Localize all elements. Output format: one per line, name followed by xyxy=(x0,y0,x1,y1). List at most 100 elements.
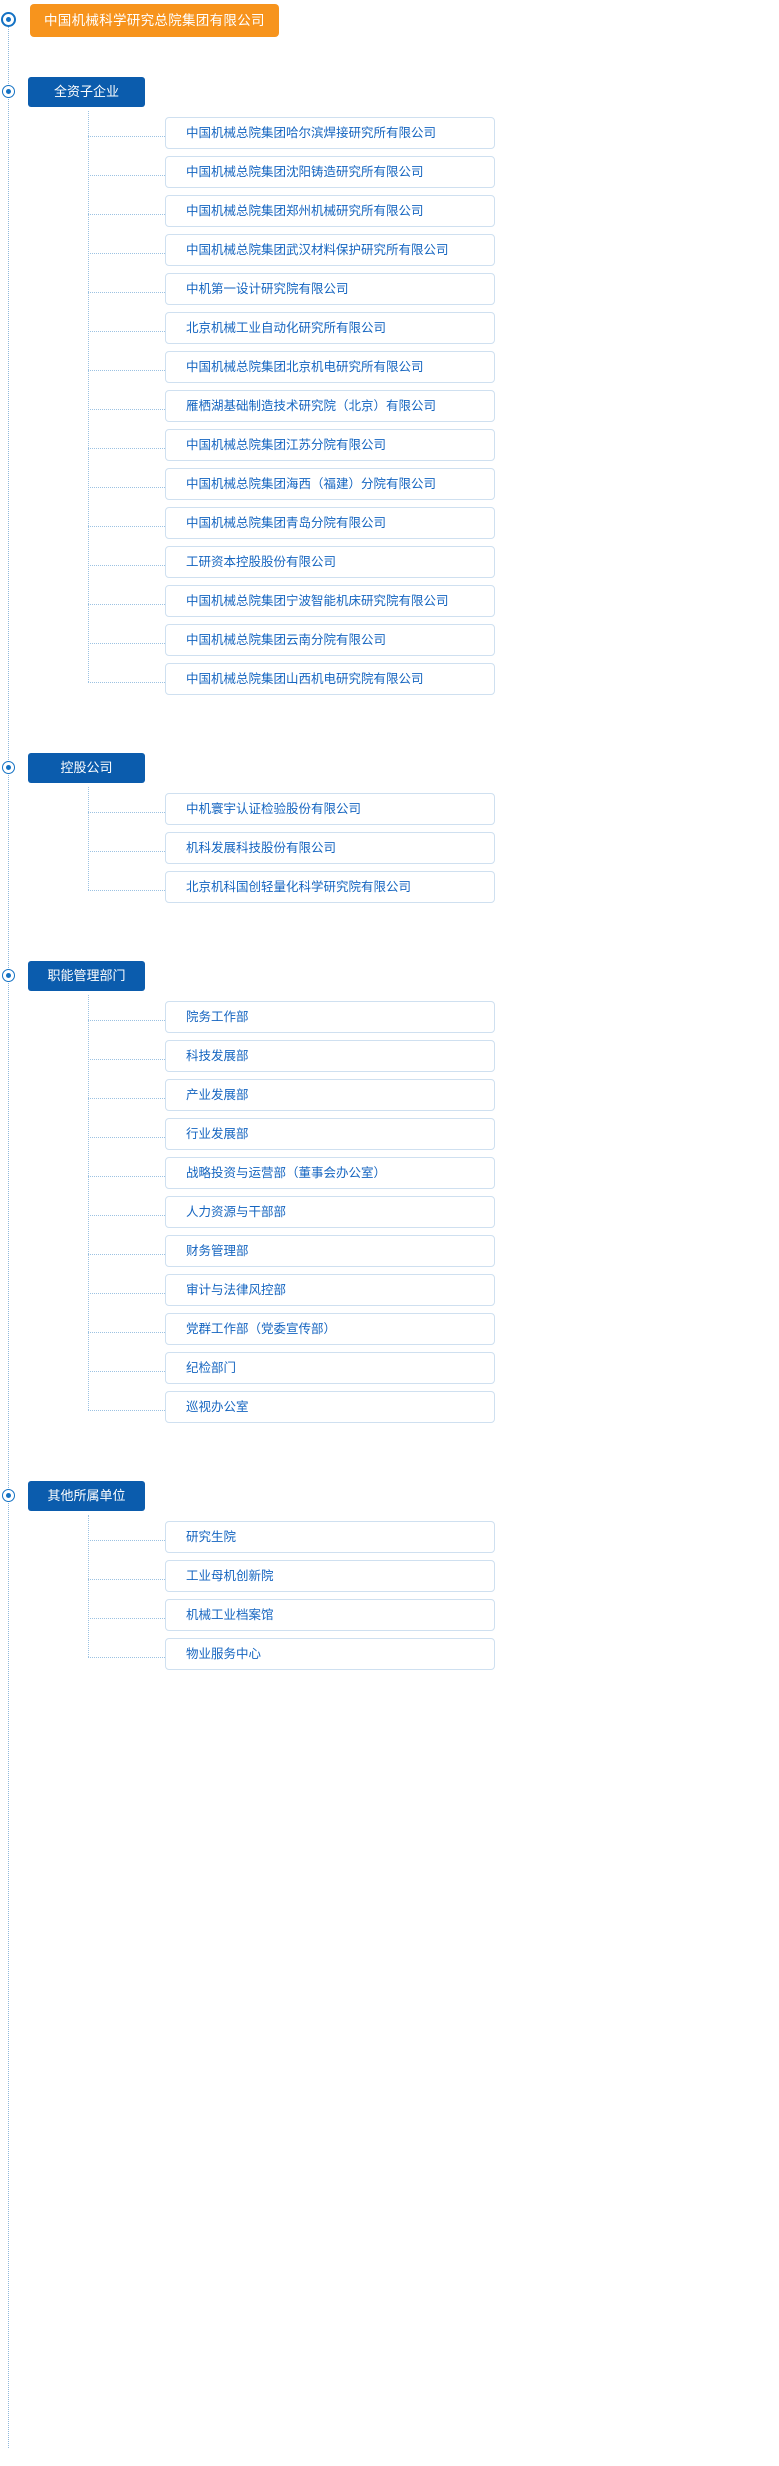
group-connector-line xyxy=(88,1515,89,1657)
item-connector-line xyxy=(88,136,165,137)
org-item-row: 行业发展部 xyxy=(0,1118,779,1157)
org-item-row: 中国机械总院集团山西机电研究院有限公司 xyxy=(0,663,779,702)
org-item-label[interactable]: 中国机械总院集团哈尔滨焊接研究所有限公司 xyxy=(165,117,495,149)
item-connector-line xyxy=(88,1254,165,1255)
org-item-label[interactable]: 机械工业档案馆 xyxy=(165,1599,495,1631)
org-item-label[interactable]: 科技发展部 xyxy=(165,1040,495,1072)
item-connector-line xyxy=(88,487,165,488)
group-node-marker-icon xyxy=(2,1489,15,1502)
group-node-marker-icon xyxy=(2,85,15,98)
item-connector-line xyxy=(88,1293,165,1294)
org-item-row: 中国机械总院集团青岛分院有限公司 xyxy=(0,507,779,546)
org-item-label[interactable]: 党群工作部（党委宣传部） xyxy=(165,1313,495,1345)
item-connector-line xyxy=(88,1371,165,1372)
group-header-label[interactable]: 全资子企业 xyxy=(28,77,145,107)
org-item-label[interactable]: 中机寰宇认证检验股份有限公司 xyxy=(165,793,495,825)
org-item-label[interactable]: 中国机械总院集团海西（福建）分院有限公司 xyxy=(165,468,495,500)
group-header-label[interactable]: 控股公司 xyxy=(28,753,145,783)
group-node-marker-icon xyxy=(2,761,15,774)
org-item-row: 北京机械工业自动化研究所有限公司 xyxy=(0,312,779,351)
groups-container: 全资子企业中国机械总院集团哈尔滨焊接研究所有限公司中国机械总院集团沈阳铸造研究所… xyxy=(0,73,779,1677)
item-connector-line xyxy=(88,1618,165,1619)
org-item-row: 纪检部门 xyxy=(0,1352,779,1391)
group-header-row: 职能管理部门 xyxy=(0,957,779,995)
org-item-label[interactable]: 巡视办公室 xyxy=(165,1391,495,1423)
root-node-marker-icon xyxy=(1,12,16,27)
org-item-row: 中国机械总院集团宁波智能机床研究院有限公司 xyxy=(0,585,779,624)
item-connector-line xyxy=(88,1332,165,1333)
org-group: 控股公司中机寰宇认证检验股份有限公司机科发展科技股份有限公司北京机科国创轻量化科… xyxy=(0,749,779,910)
item-connector-line xyxy=(88,175,165,176)
group-node-marker-icon xyxy=(2,969,15,982)
org-item-label[interactable]: 工研资本控股股份有限公司 xyxy=(165,546,495,578)
item-connector-line xyxy=(88,1215,165,1216)
item-connector-line xyxy=(88,1137,165,1138)
org-item-label[interactable]: 中国机械总院集团沈阳铸造研究所有限公司 xyxy=(165,156,495,188)
org-group: 全资子企业中国机械总院集团哈尔滨焊接研究所有限公司中国机械总院集团沈阳铸造研究所… xyxy=(0,73,779,702)
group-items: 研究生院工业母机创新院机械工业档案馆物业服务中心 xyxy=(0,1515,779,1677)
org-item-label[interactable]: 中国机械总院集团山西机电研究院有限公司 xyxy=(165,663,495,695)
org-item-row: 中国机械总院集团哈尔滨焊接研究所有限公司 xyxy=(0,117,779,156)
org-item-label[interactable]: 雁栖湖基础制造技术研究院（北京）有限公司 xyxy=(165,390,495,422)
org-item-label[interactable]: 战略投资与运营部（董事会办公室） xyxy=(165,1157,495,1189)
root-node-row: 中国机械科学研究总院集团有限公司 xyxy=(0,0,779,45)
item-connector-line xyxy=(88,1657,165,1658)
org-item-row: 中国机械总院集团郑州机械研究所有限公司 xyxy=(0,195,779,234)
org-item-row: 工研资本控股股份有限公司 xyxy=(0,546,779,585)
group-items: 中机寰宇认证检验股份有限公司机科发展科技股份有限公司北京机科国创轻量化科学研究院… xyxy=(0,787,779,910)
org-item-row: 中国机械总院集团海西（福建）分院有限公司 xyxy=(0,468,779,507)
org-item-row: 巡视办公室 xyxy=(0,1391,779,1430)
item-connector-line xyxy=(88,604,165,605)
org-item-label[interactable]: 物业服务中心 xyxy=(165,1638,495,1670)
org-item-label[interactable]: 工业母机创新院 xyxy=(165,1560,495,1592)
item-connector-line xyxy=(88,1020,165,1021)
group-header-label[interactable]: 其他所属单位 xyxy=(28,1481,145,1511)
item-connector-line xyxy=(88,292,165,293)
org-item-row: 雁栖湖基础制造技术研究院（北京）有限公司 xyxy=(0,390,779,429)
org-item-row: 机科发展科技股份有限公司 xyxy=(0,832,779,871)
org-item-label[interactable]: 中国机械总院集团郑州机械研究所有限公司 xyxy=(165,195,495,227)
org-item-label[interactable]: 机科发展科技股份有限公司 xyxy=(165,832,495,864)
item-connector-line xyxy=(88,1540,165,1541)
org-item-label[interactable]: 北京机科国创轻量化科学研究院有限公司 xyxy=(165,871,495,903)
org-item-row: 审计与法律风控部 xyxy=(0,1274,779,1313)
org-item-label[interactable]: 中国机械总院集团北京机电研究所有限公司 xyxy=(165,351,495,383)
group-header-row: 全资子企业 xyxy=(0,73,779,111)
org-item-label[interactable]: 研究生院 xyxy=(165,1521,495,1553)
org-item-label[interactable]: 中国机械总院集团武汉材料保护研究所有限公司 xyxy=(165,234,495,266)
org-item-row: 中国机械总院集团云南分院有限公司 xyxy=(0,624,779,663)
group-header-label[interactable]: 职能管理部门 xyxy=(28,961,145,991)
org-item-label[interactable]: 审计与法律风控部 xyxy=(165,1274,495,1306)
org-item-label[interactable]: 中国机械总院集团青岛分院有限公司 xyxy=(165,507,495,539)
org-item-label[interactable]: 行业发展部 xyxy=(165,1118,495,1150)
org-item-label[interactable]: 中国机械总院集团江苏分院有限公司 xyxy=(165,429,495,461)
org-item-label[interactable]: 中国机械总院集团云南分院有限公司 xyxy=(165,624,495,656)
org-item-row: 党群工作部（党委宣传部） xyxy=(0,1313,779,1352)
item-connector-line xyxy=(88,253,165,254)
org-item-label[interactable]: 中机第一设计研究院有限公司 xyxy=(165,273,495,305)
org-item-label[interactable]: 中国机械总院集团宁波智能机床研究院有限公司 xyxy=(165,585,495,617)
item-connector-line xyxy=(88,1098,165,1099)
item-connector-line xyxy=(88,1059,165,1060)
org-item-row: 中国机械总院集团北京机电研究所有限公司 xyxy=(0,351,779,390)
org-item-row: 人力资源与干部部 xyxy=(0,1196,779,1235)
org-item-label[interactable]: 纪检部门 xyxy=(165,1352,495,1384)
org-item-label[interactable]: 院务工作部 xyxy=(165,1001,495,1033)
org-item-row: 中国机械总院集团沈阳铸造研究所有限公司 xyxy=(0,156,779,195)
org-item-label[interactable]: 财务管理部 xyxy=(165,1235,495,1267)
group-connector-line xyxy=(88,787,89,890)
item-connector-line xyxy=(88,682,165,683)
org-group: 职能管理部门院务工作部科技发展部产业发展部行业发展部战略投资与运营部（董事会办公… xyxy=(0,957,779,1430)
item-connector-line xyxy=(88,812,165,813)
org-item-label[interactable]: 产业发展部 xyxy=(165,1079,495,1111)
root-node-label[interactable]: 中国机械科学研究总院集团有限公司 xyxy=(30,4,279,37)
org-item-row: 物业服务中心 xyxy=(0,1638,779,1677)
org-item-label[interactable]: 人力资源与干部部 xyxy=(165,1196,495,1228)
item-connector-line xyxy=(88,565,165,566)
item-connector-line xyxy=(88,526,165,527)
group-header-row: 其他所属单位 xyxy=(0,1477,779,1515)
org-item-row: 产业发展部 xyxy=(0,1079,779,1118)
org-item-label[interactable]: 北京机械工业自动化研究所有限公司 xyxy=(165,312,495,344)
org-item-row: 工业母机创新院 xyxy=(0,1560,779,1599)
